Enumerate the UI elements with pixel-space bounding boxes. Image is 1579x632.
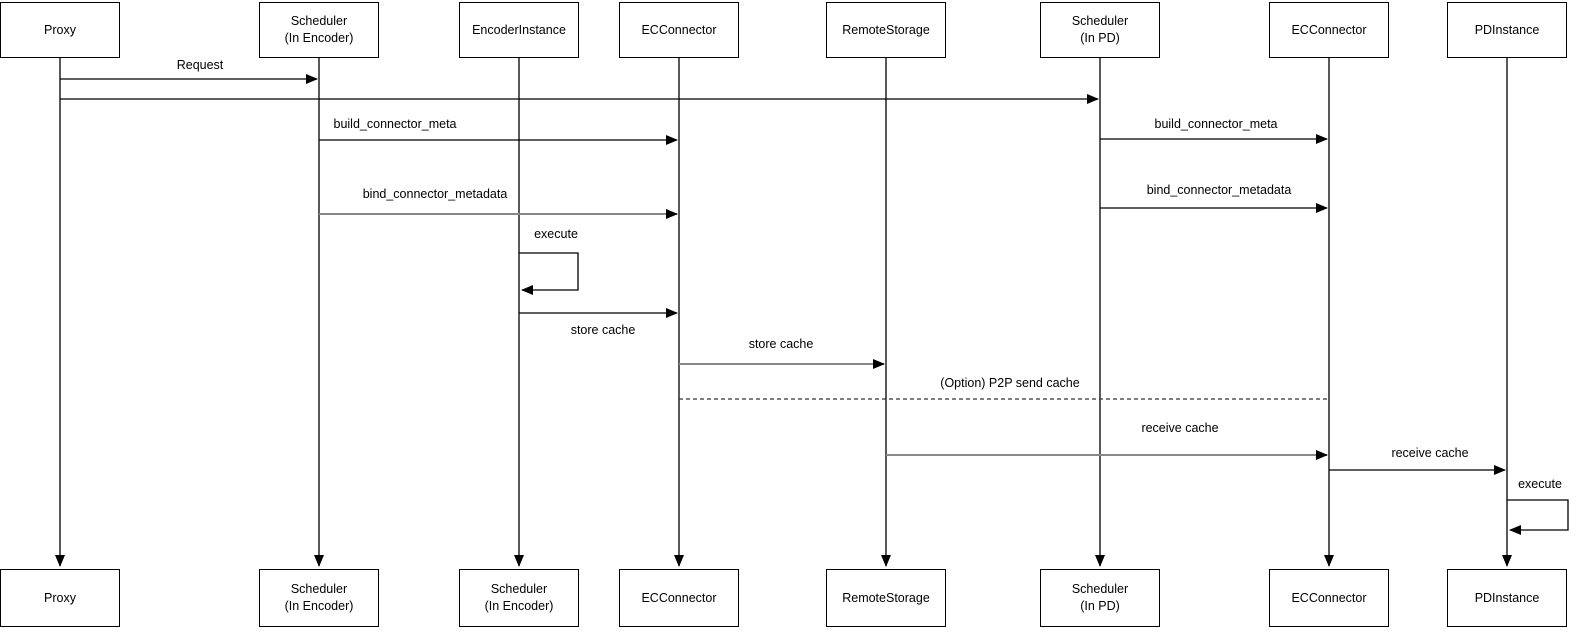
message-label-p2p-send-cache: (Option) P2P send cache (940, 376, 1080, 390)
actor-label: ECConnector (641, 590, 717, 605)
message-label-store-cache-remote: store cache (748, 337, 814, 351)
actor-top-ecconnector: ECConnector (619, 2, 739, 58)
actor-label: RemoteStorage (842, 590, 930, 605)
message-label-bind-connector-metadata-encoder: bind_connector_metadata (362, 187, 508, 201)
actor-bottom-scheduler-encoder-2: Scheduler (In Encoder) (459, 569, 579, 627)
message-arrow-execute-pd-selfloop (1507, 499, 1569, 535)
actor-top-scheduler-pd: Scheduler (In PD) (1040, 2, 1160, 58)
message-label-receive-cache-pdinstance: receive cache (1391, 446, 1469, 460)
actor-bottom-ecconnector: ECConnector (619, 569, 739, 627)
actor-label: Proxy (44, 590, 76, 605)
actor-label: ECConnector (1291, 590, 1367, 605)
actor-bottom-pdinstance: PDInstance (1447, 569, 1567, 627)
message-label-receive-cache-ecconnector: receive cache (1141, 421, 1219, 435)
message-label-store-cache-encoder: store cache (570, 323, 636, 337)
actor-top-encoderinstance: EncoderInstance (459, 2, 579, 58)
message-label-request: Request (176, 58, 224, 72)
actor-top-proxy: Proxy (0, 2, 120, 58)
actor-label: ECConnector (641, 22, 717, 37)
actor-label: Proxy (44, 22, 76, 37)
actor-label: PDInstance (1474, 22, 1540, 37)
message-label-execute-pd: execute (1518, 477, 1562, 491)
actor-label: Scheduler (In Encoder) (284, 14, 354, 45)
actor-top-pdinstance: PDInstance (1447, 2, 1567, 58)
actor-bottom-scheduler-pd: Scheduler (In PD) (1040, 569, 1160, 627)
message-label-bind-connector-metadata-pd: bind_connector_metadata (1146, 183, 1292, 197)
message-arrow-execute-encoder-selfloop (519, 252, 579, 295)
actor-bottom-proxy: Proxy (0, 569, 120, 627)
message-label-build-connector-meta-encoder: build_connector_meta (333, 117, 457, 131)
actor-label: EncoderInstance (472, 22, 566, 37)
actor-bottom-ecconnector-pd: ECConnector (1269, 569, 1389, 627)
actor-label: Scheduler (In PD) (1071, 582, 1129, 613)
actor-label: Scheduler (In PD) (1071, 14, 1129, 45)
message-label-execute-encoder: execute (534, 227, 578, 241)
actor-top-ecconnector-pd: ECConnector (1269, 2, 1389, 58)
actor-bottom-remotestorage: RemoteStorage (826, 569, 946, 627)
actor-label: ECConnector (1291, 22, 1367, 37)
actor-top-remotestorage: RemoteStorage (826, 2, 946, 58)
actor-label: Scheduler (In Encoder) (484, 582, 554, 613)
actor-label: RemoteStorage (842, 22, 930, 37)
message-label-build-connector-meta-pd: build_connector_meta (1154, 117, 1278, 131)
actor-label: PDInstance (1474, 590, 1540, 605)
actor-bottom-scheduler-encoder: Scheduler (In Encoder) (259, 569, 379, 627)
actor-top-scheduler-encoder: Scheduler (In Encoder) (259, 2, 379, 58)
actor-label: Scheduler (In Encoder) (284, 582, 354, 613)
